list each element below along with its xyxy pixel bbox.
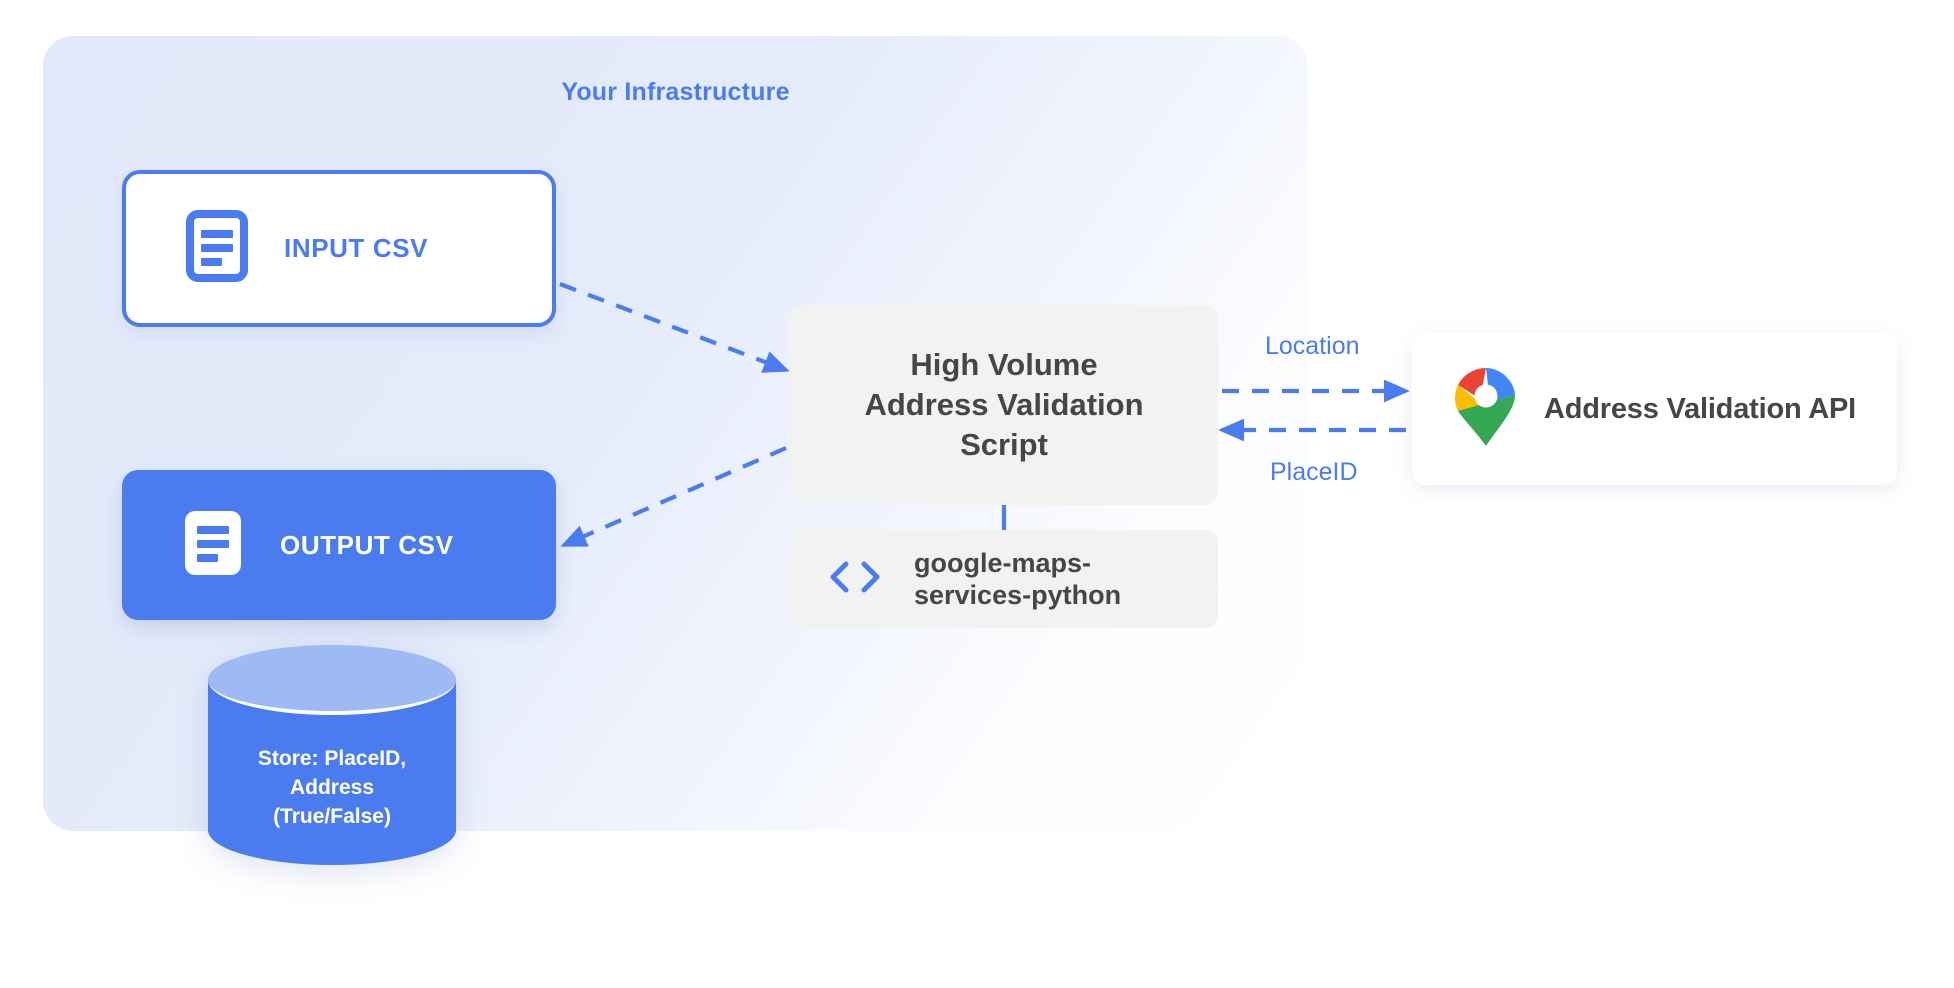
node-database-store-label: Store: PlaceID, Address (True/False) — [257, 747, 407, 828]
code-brackets-icon — [826, 557, 884, 602]
edge-label-location: Location — [1265, 332, 1360, 360]
node-input-csv[interactable]: INPUT CSV — [122, 170, 556, 327]
node-output-csv-label: OUTPUT CSV — [280, 529, 454, 560]
your-infrastructure-title: Your Infrastructure — [561, 78, 790, 106]
node-address-validation-api[interactable]: Address Validation API — [1412, 333, 1897, 485]
node-address-validation-api-label: Address Validation API — [1544, 392, 1856, 425]
node-client-library[interactable]: google-maps- services-python — [790, 530, 1218, 628]
database-cylinder-top — [208, 645, 456, 715]
document-icon — [186, 210, 248, 287]
document-icon — [182, 509, 244, 582]
edge-label-placeid: PlaceID — [1270, 458, 1358, 486]
node-validation-script[interactable]: High Volume Address Validation Script — [790, 305, 1218, 505]
node-client-library-label: google-maps- services-python — [914, 547, 1122, 610]
node-validation-script-label: High Volume Address Validation Script — [864, 346, 1144, 463]
node-output-csv[interactable]: OUTPUT CSV — [122, 470, 556, 620]
google-maps-pin-icon — [1454, 366, 1518, 453]
node-database-store[interactable]: Store: PlaceID, Address (True/False) — [208, 645, 456, 865]
node-input-csv-label: INPUT CSV — [284, 233, 429, 263]
